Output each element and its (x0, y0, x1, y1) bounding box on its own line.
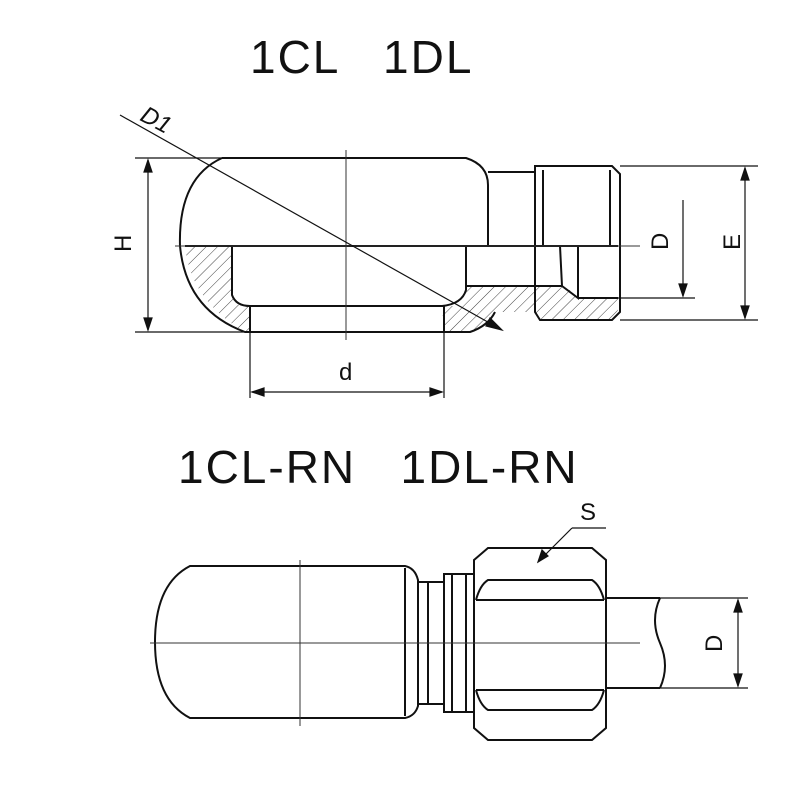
label-h: H (110, 235, 137, 252)
top-center-lines (175, 150, 640, 340)
title-top: 1CL 1DL (250, 31, 474, 83)
hex-chamfer-upper (475, 579, 605, 601)
label-small-d: d (339, 359, 352, 386)
hex-chamfer-lower (475, 689, 605, 711)
hatched-wall-left (185, 246, 250, 332)
hatched-wall-right (442, 286, 618, 332)
label-d-bottom: D (701, 635, 728, 652)
h-dimension: H (110, 157, 245, 333)
bottom-fitting (153, 547, 666, 741)
d1-dimension: D1 (119, 101, 504, 332)
title-bottom: 1CL-RN 1DL-RN (178, 441, 579, 493)
hex-nut (473, 547, 607, 741)
top-fitting-section (178, 157, 621, 333)
threaded-end (534, 165, 621, 321)
label-s: S (580, 499, 596, 526)
s-dimension: S (536, 499, 606, 564)
small-d-dimension: d (249, 332, 445, 398)
bottom-center-lines (150, 560, 640, 726)
body-rounded-end (178, 157, 496, 333)
label-d-top: D (647, 233, 674, 250)
d-dimension-top: D (618, 200, 695, 299)
bottom-spigot (249, 305, 445, 333)
body-outline (222, 157, 489, 246)
label-d1: D1 (136, 101, 176, 139)
tube-break (654, 597, 666, 689)
inner-bore (231, 245, 467, 307)
label-e: E (719, 234, 746, 250)
banjo-body (153, 565, 419, 719)
d-dimension-bottom: D (660, 597, 748, 689)
e-dimension: E (620, 165, 758, 321)
